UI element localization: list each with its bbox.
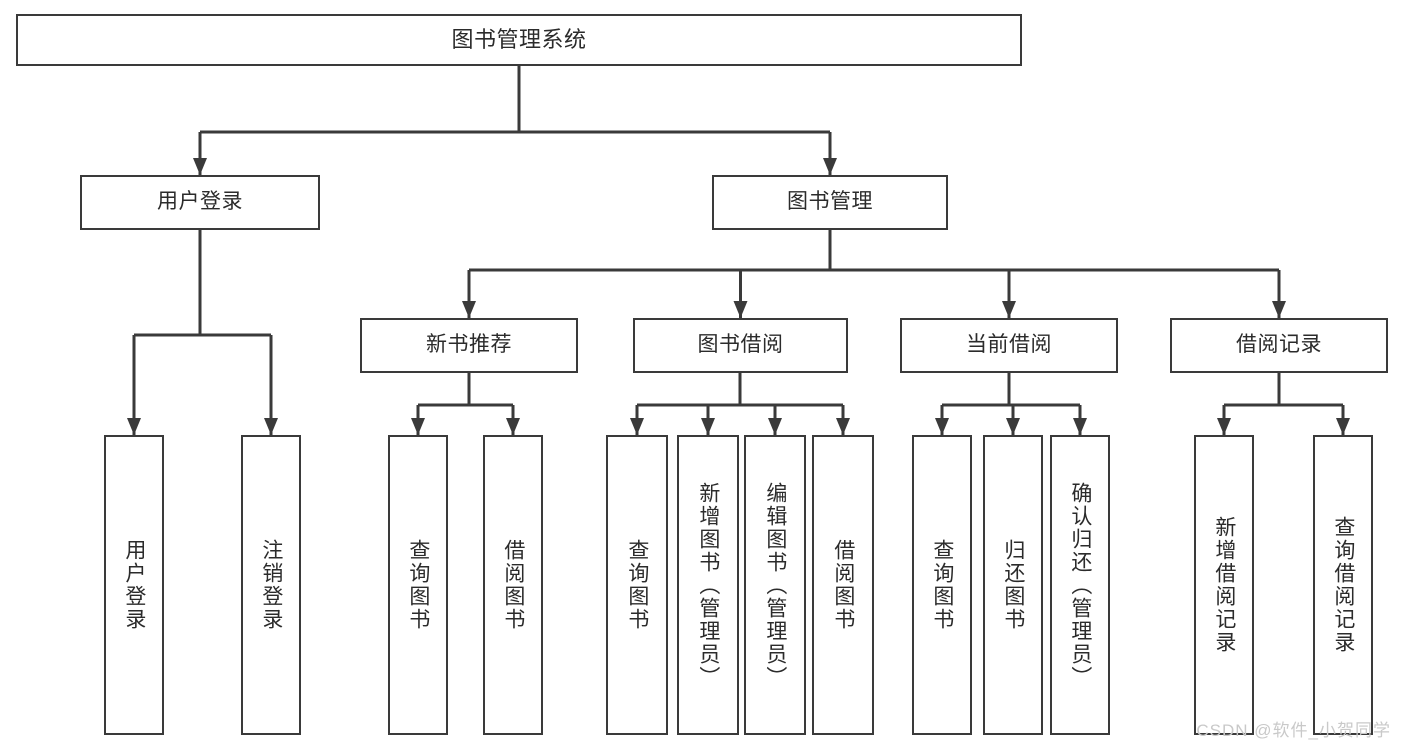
node-label: 图书借阅 — [697, 333, 784, 357]
node-leaf-edit-book: 编辑图书（管理员） — [744, 435, 806, 735]
node-leaf-query-book-3: 查询图书 — [912, 435, 972, 735]
node-leaf-add-book: 新增图书（管理员） — [677, 435, 739, 735]
node-leaf-confirm-return: 确认归还（管理员） — [1050, 435, 1110, 735]
node-label: 图书管理 — [787, 190, 873, 214]
node-label: 新书推荐 — [426, 333, 512, 357]
arrowhead-icon — [462, 301, 476, 318]
node-borrow-record: 借阅记录 — [1170, 318, 1388, 373]
node-label: 查询图书 — [625, 539, 649, 631]
node-label: 编辑图书（管理员） — [763, 481, 787, 689]
arrowhead-icon — [506, 418, 520, 435]
arrowhead-icon — [1272, 301, 1286, 318]
node-label: 查询图书 — [930, 539, 954, 631]
node-current-borrow: 当前借阅 — [900, 318, 1118, 373]
node-new-book-rec: 新书推荐 — [360, 318, 578, 373]
node-leaf-query-record: 查询借阅记录 — [1313, 435, 1373, 735]
arrowhead-icon — [701, 418, 715, 435]
node-leaf-query-book-1: 查询图书 — [388, 435, 448, 735]
node-leaf-borrow-book-1: 借阅图书 — [483, 435, 543, 735]
node-label: 查询借阅记录 — [1331, 516, 1355, 654]
arrowhead-icon — [127, 418, 141, 435]
node-label: 用户登录 — [122, 539, 146, 631]
arrowhead-icon — [411, 418, 425, 435]
node-leaf-add-record: 新增借阅记录 — [1194, 435, 1254, 735]
arrowhead-icon — [193, 158, 207, 175]
arrowhead-icon — [1336, 418, 1350, 435]
node-label: 确认归还（管理员） — [1068, 481, 1092, 689]
node-leaf-borrow-book-2: 借阅图书 — [812, 435, 874, 735]
node-label: 当前借阅 — [966, 333, 1052, 357]
node-label: 用户登录 — [157, 190, 243, 214]
arrowhead-icon — [1002, 301, 1016, 318]
node-leaf-return-book: 归还图书 — [983, 435, 1043, 735]
node-book-manage: 图书管理 — [712, 175, 948, 230]
node-label: 新增借阅记录 — [1212, 516, 1236, 654]
arrowhead-icon — [1073, 418, 1087, 435]
arrowhead-icon — [823, 158, 837, 175]
node-label: 借阅记录 — [1236, 333, 1322, 357]
arrowhead-icon — [733, 301, 748, 318]
arrowhead-icon — [264, 418, 278, 435]
arrowhead-icon — [768, 418, 782, 435]
arrowhead-icon — [1006, 418, 1020, 435]
node-leaf-query-book-2: 查询图书 — [606, 435, 668, 735]
node-root: 图书管理系统 — [16, 14, 1022, 66]
node-label: 新增图书（管理员） — [696, 481, 720, 689]
arrowhead-icon — [630, 418, 644, 435]
node-book-borrow: 图书借阅 — [633, 318, 848, 373]
watermark: CSDN @软件_小贺同学 — [1196, 721, 1391, 740]
arrowhead-icon — [1217, 418, 1231, 435]
node-label: 查询图书 — [406, 539, 430, 631]
node-label: 借阅图书 — [501, 539, 525, 631]
node-label: 图书管理系统 — [451, 27, 587, 53]
node-label: 借阅图书 — [831, 539, 855, 631]
node-label: 注销登录 — [259, 539, 283, 631]
arrowhead-icon — [836, 418, 850, 435]
arrowhead-icon — [935, 418, 949, 435]
node-user-login: 用户登录 — [80, 175, 320, 230]
node-label: 归还图书 — [1001, 539, 1025, 631]
node-leaf-user-login: 用户登录 — [104, 435, 164, 735]
node-leaf-user-logout: 注销登录 — [241, 435, 301, 735]
